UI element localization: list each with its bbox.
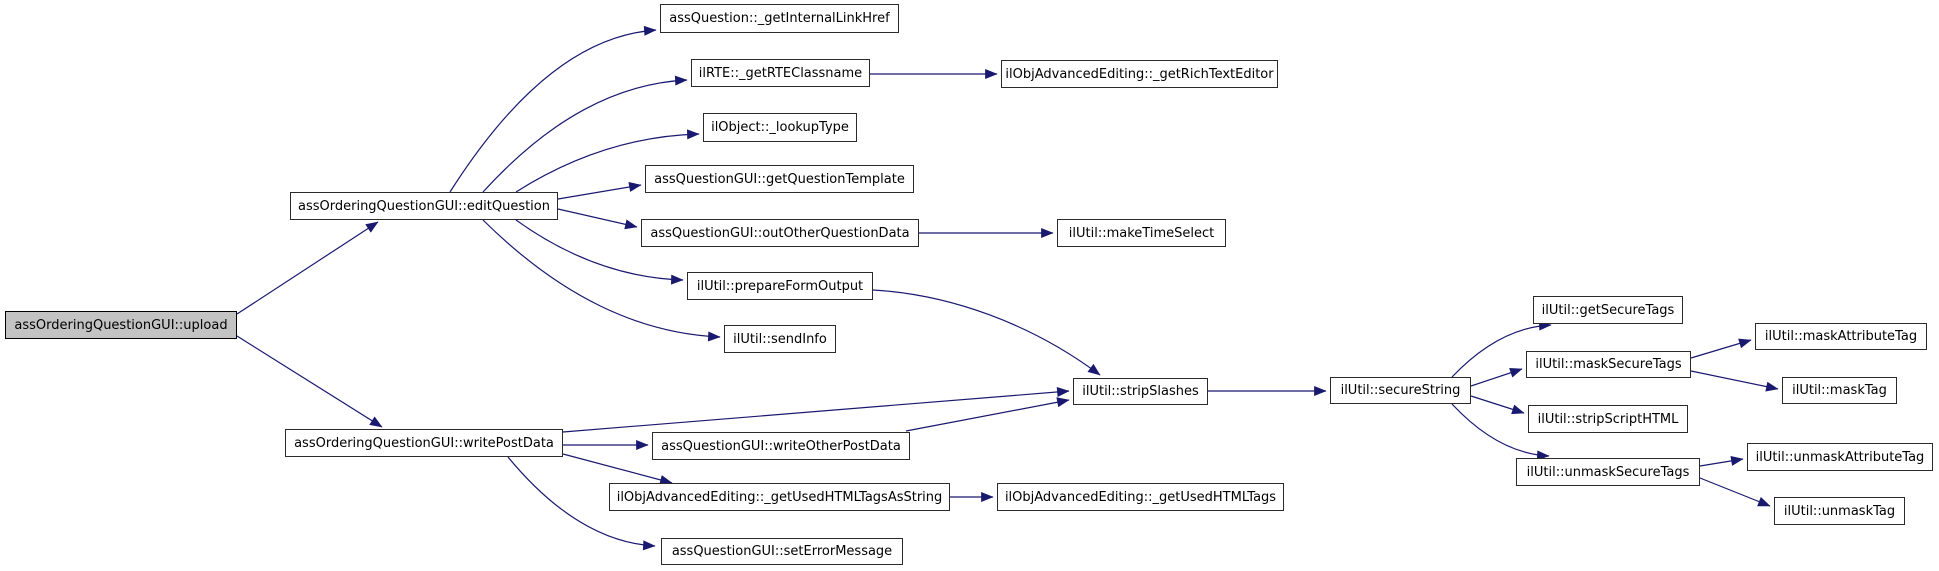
graph-node-unmask-attribute-tag[interactable]: ilUtil::unmaskAttributeTag — [1747, 443, 1933, 471]
graph-edge-upload-to-edit-question — [236, 221, 379, 315]
graph-node-strip-script-h-t-m-l[interactable]: ilUtil::stripScriptHTML — [1528, 405, 1688, 433]
graph-node-edit-question[interactable]: assOrderingQuestionGUI::editQuestion — [290, 192, 558, 220]
graph-node-get-r-t-e-classname[interactable]: ilRTE::_getRTEClassname — [691, 59, 870, 87]
graph-node-mask-secure-tags[interactable]: ilUtil::maskSecureTags — [1526, 351, 1691, 378]
graph-node-get-used-h-t-m-l-tags-as-string[interactable]: ilObjAdvancedEditing::_getUsedHTMLTagsAs… — [609, 483, 950, 511]
graph-node-unmask-secure-tags[interactable]: ilUtil::unmaskSecureTags — [1516, 458, 1700, 486]
graph-node-upload: assOrderingQuestionGUI::upload — [5, 311, 237, 339]
graph-node-set-error-message[interactable]: assQuestionGUI::setErrorMessage — [661, 538, 903, 565]
graph-edge-write-other-post-data-to-strip-slashes — [905, 397, 1070, 432]
graph-edge-unmask-secure-tags-to-unmask-attribute-tag — [1699, 455, 1744, 467]
graph-node-write-other-post-data[interactable]: assQuestionGUI::writeOtherPostData — [652, 432, 910, 460]
graph-node-get-internal-link-href[interactable]: assQuestion::_getInternalLinkHref — [660, 4, 899, 33]
graph-edge-prepare-form-output-to-strip-slashes — [872, 289, 1101, 376]
graph-edge-unmask-secure-tags-to-unmask-tag — [1699, 477, 1771, 507]
graph-node-get-used-h-t-m-l-tags[interactable]: ilObjAdvancedEditing::_getUsedHTMLTags — [997, 483, 1284, 511]
graph-node-mask-tag[interactable]: ilUtil::maskTag — [1782, 377, 1897, 404]
graph-node-lookup-type[interactable]: ilObject::_lookupType — [703, 113, 857, 142]
graph-node-get-secure-tags[interactable]: ilUtil::getSecureTags — [1533, 296, 1683, 324]
graph-edge-write-post-data-to-strip-slashes — [562, 386, 1070, 433]
graph-node-prepare-form-output[interactable]: ilUtil::prepareFormOutput — [687, 272, 873, 300]
graph-node-make-time-select[interactable]: ilUtil::makeTimeSelect — [1057, 219, 1226, 247]
graph-edge-upload-to-write-post-data — [236, 335, 383, 428]
graph-node-secure-string[interactable]: ilUtil::secureString — [1330, 377, 1471, 404]
graph-node-unmask-tag[interactable]: ilUtil::unmaskTag — [1774, 497, 1905, 525]
graph-node-out-other-question-data[interactable]: assQuestionGUI::outOtherQuestionData — [641, 219, 919, 247]
graph-edge-mask-secure-tags-to-mask-tag — [1690, 370, 1779, 392]
graph-edge-edit-question-to-out-other-question-data — [557, 208, 638, 230]
graph-edge-secure-string-to-strip-script-h-t-m-l — [1470, 395, 1525, 415]
graph-edge-secure-string-to-mask-secure-tags — [1470, 368, 1523, 387]
graph-node-strip-slashes[interactable]: ilUtil::stripSlashes — [1073, 378, 1208, 405]
graph-edge-edit-question-to-get-question-template — [557, 182, 642, 200]
graph-node-get-question-template[interactable]: assQuestionGUI::getQuestionTemplate — [645, 165, 914, 193]
graph-edge-edit-question-to-get-internal-link-href — [449, 25, 657, 193]
graph-node-write-post-data[interactable]: assOrderingQuestionGUI::writePostData — [285, 429, 563, 457]
graph-node-mask-attribute-tag[interactable]: ilUtil::maskAttributeTag — [1755, 323, 1927, 350]
graph-edge-mask-secure-tags-to-mask-attribute-tag — [1690, 338, 1752, 359]
graph-node-send-info[interactable]: ilUtil::sendInfo — [724, 325, 836, 353]
graph-node-get-rich-text-editor[interactable]: ilObjAdvancedEditing::_getRichTextEditor — [1001, 60, 1278, 88]
